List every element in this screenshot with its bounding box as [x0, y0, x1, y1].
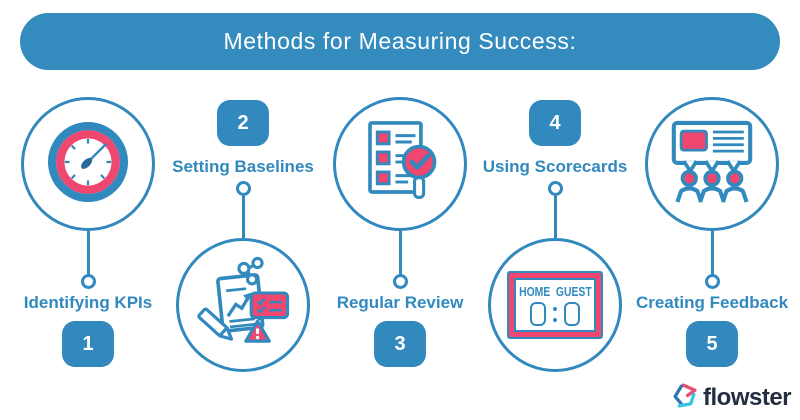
gauge-icon	[42, 116, 134, 213]
step-identifying-kpis: Identifying KPIs 1	[8, 95, 168, 367]
scoreboard-colon	[553, 306, 557, 322]
step2-connector-node	[235, 181, 251, 196]
step-setting-baselines: 2 Setting Baselines	[163, 95, 323, 372]
step5-number-badge: 5	[686, 321, 738, 367]
step2-number-badge: 2	[217, 100, 269, 146]
step-using-scorecards: 4 Using Scorecards HOME GUEST 0 0	[475, 95, 635, 372]
step2-label: Setting Baselines	[172, 157, 314, 176]
step4-connector-node	[547, 181, 563, 196]
flowster-logo: flowster	[672, 382, 792, 414]
scoreboard-icon: HOME GUEST 0 0	[507, 271, 603, 339]
step-creating-feedback: Creating Feedback 5	[632, 95, 792, 367]
scoreboard-home-score: 0	[530, 302, 546, 326]
step1-icon-circle	[21, 97, 155, 231]
step-regular-review: Regular Review 3	[320, 95, 480, 367]
step5-connector-node	[704, 274, 720, 289]
step3-connector-line	[398, 231, 402, 275]
flowster-logo-text: flowster	[703, 384, 792, 411]
checklist-magnifier-icon	[350, 112, 450, 217]
step5-label: Creating Feedback	[635, 293, 789, 312]
scoreboard-display: HOME GUEST 0 0	[514, 278, 596, 332]
scoreboard-home-label: HOME	[518, 284, 550, 299]
scoreboard-team-labels: HOME GUEST	[519, 284, 592, 299]
feedback-discussion-icon	[662, 112, 762, 217]
step1-label: Identifying KPIs	[23, 293, 153, 312]
step5-icon-circle	[645, 97, 779, 231]
step4-connector-line	[553, 196, 557, 238]
step4-icon-circle: HOME GUEST 0 0	[488, 238, 622, 372]
step3-icon-circle	[333, 97, 467, 231]
step5-connector-line	[710, 231, 714, 275]
step1-connector-line	[86, 231, 90, 275]
analysis-document-icon	[193, 253, 293, 358]
step1-number-badge: 1	[62, 321, 114, 367]
step2-connector-line	[241, 196, 245, 238]
scoreboard-score-row: 0 0	[530, 302, 580, 326]
flowster-logo-icon	[672, 382, 699, 414]
scoreboard-guest-score: 0	[564, 302, 580, 326]
step3-label: Regular Review	[336, 293, 464, 312]
page-title: Methods for Measuring Success:	[223, 28, 577, 54]
step3-number-badge: 3	[374, 321, 426, 367]
step3-connector-node	[392, 274, 408, 289]
scoreboard-guest-label: GUEST	[555, 284, 592, 299]
title-banner: Methods for Measuring Success:	[20, 13, 780, 70]
step1-connector-node	[80, 274, 96, 289]
step4-label: Using Scorecards	[482, 157, 628, 176]
step2-icon-circle	[176, 238, 310, 372]
step4-number-badge: 4	[529, 100, 581, 146]
